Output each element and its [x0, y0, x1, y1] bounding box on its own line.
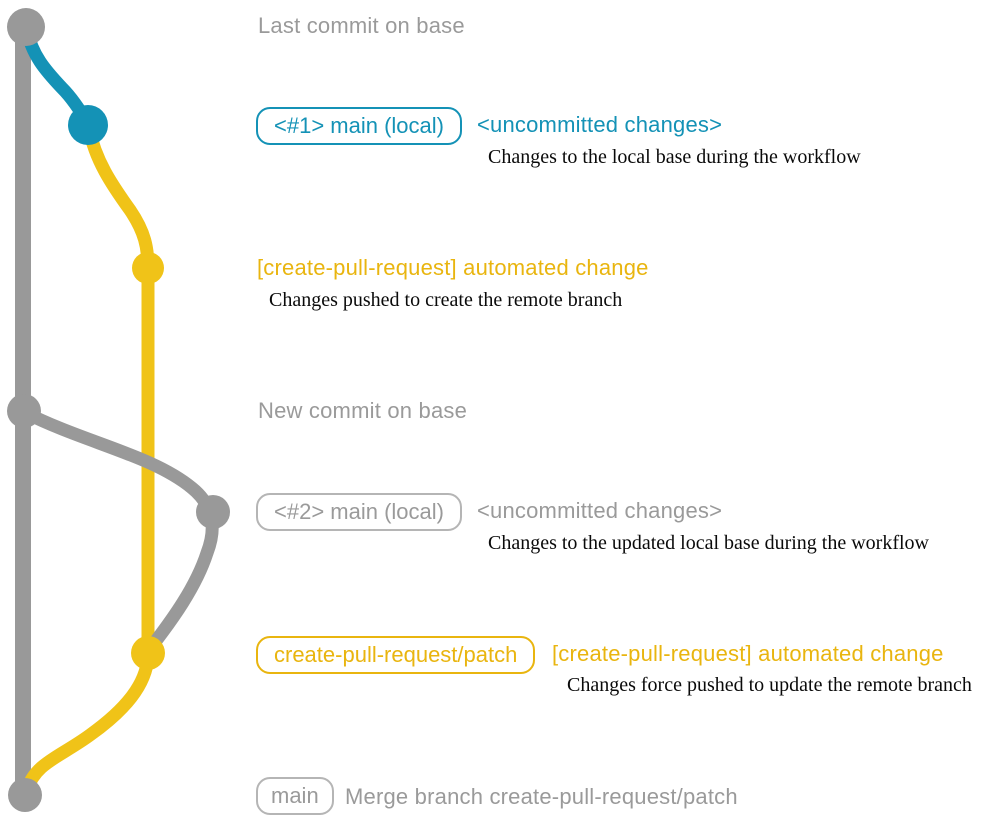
status-uncommitted-changes-1: <uncommitted changes> [477, 112, 723, 137]
node-local-main-2-commit [196, 495, 230, 529]
commit-title-automated-change-2: [create-pull-request] automated change [552, 641, 944, 666]
branch-badge-create-pull-request-patch: create-pull-request/patch [256, 636, 536, 674]
label-new-commit-on-base: New commit on base [258, 398, 468, 423]
node-base-top-commit [7, 8, 45, 46]
status-uncommitted-changes-2: <uncommitted changes> [477, 498, 723, 523]
caption-force-pushed-to-update-remote: Changes force pushed to update the remot… [567, 674, 972, 696]
node-base-merge-commit [8, 778, 42, 812]
branch-badge-main-local-2: <#2> main (local) [256, 493, 462, 531]
node-patch-commit-1 [132, 252, 164, 284]
edge-uncommitted-changes-2 [17, 405, 219, 653]
edge-patch-branch-line [82, 121, 155, 660]
node-patch-commit-2 [131, 636, 165, 670]
branch-badge-main: main [256, 777, 334, 815]
node-base-new-commit [7, 394, 41, 428]
commit-title-automated-change-1: [create-pull-request] automated change [257, 255, 649, 280]
node-local-main-1-commit [68, 105, 108, 145]
caption-updated-local-base-changes: Changes to the updated local base during… [488, 532, 929, 554]
edge-patch-merge-curve [20, 650, 155, 797]
branch-badge-main-local-1: <#1> main (local) [256, 107, 462, 145]
label-last-commit-on-base: Last commit on base [258, 13, 465, 38]
caption-local-base-changes-1: Changes to the local base during the wor… [488, 146, 861, 168]
caption-pushed-to-create-remote: Changes pushed to create the remote bran… [269, 289, 623, 311]
commit-title-merge-branch: Merge branch create-pull-request/patch [345, 784, 738, 809]
